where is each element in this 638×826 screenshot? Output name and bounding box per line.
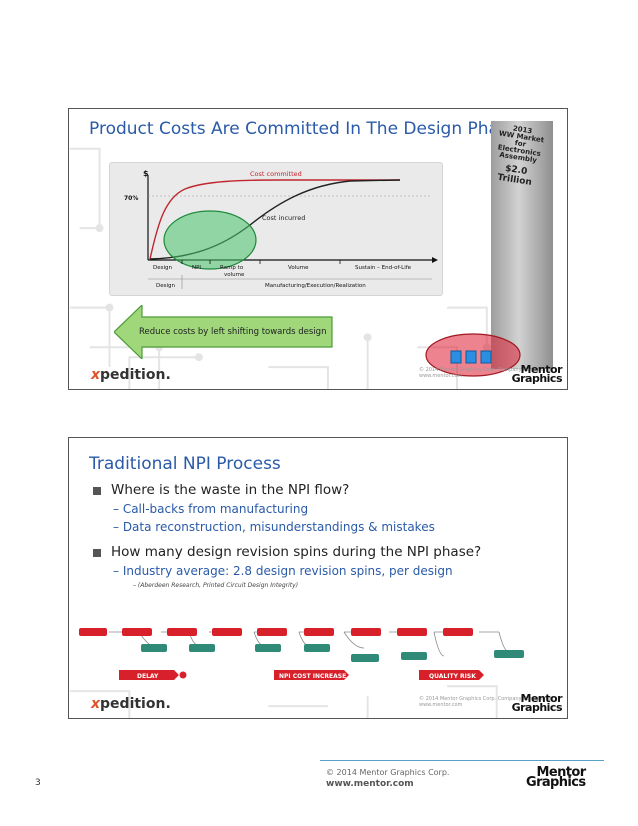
bullet-revision-spins: How many design revision spins during th… [93, 544, 563, 560]
mentor-logo-top: Mentor [520, 363, 563, 376]
flow-step-red [443, 628, 473, 636]
bullet-waste: Where is the waste in the NPI flow? [93, 482, 563, 498]
cost-banner [274, 670, 349, 680]
flow-step-red [122, 628, 152, 636]
mentor-logo-bottom: Graphics [511, 701, 563, 714]
flow-step-teal [255, 644, 281, 652]
group-design: Design [156, 283, 176, 289]
flow-step-teal [494, 650, 524, 658]
x-axis-arrow [432, 257, 438, 263]
left-shift-text: Reduce costs by left shifting towards de… [139, 327, 327, 337]
slide-title: Traditional NPI Process [89, 454, 281, 474]
focus-ellipse [163, 210, 257, 270]
seventy-percent-label: 70% [124, 195, 138, 202]
mentor-logo: Mentor Graphics [511, 363, 563, 385]
xpedition-logo-rest: pedition. [100, 367, 171, 383]
phase-sustain: Sustain – End-of-Life [355, 265, 412, 271]
slide-product-costs: Product Costs Are Committed In The Desig… [68, 108, 568, 390]
cost-curve-chart: $ 70% Cost committed Cost incurred Desig… [109, 162, 443, 296]
cost-committed-curve [149, 179, 400, 260]
slide-title: Product Costs Are Committed In The Desig… [89, 119, 519, 139]
flow-step-red [397, 628, 427, 636]
mentor-logo-top: Mentor [520, 692, 563, 705]
mentor-logo-bottom: Graphics [511, 372, 563, 385]
footer-copyright: © 2014 Mentor Graphics Corp. [326, 768, 450, 777]
delay-banner [119, 670, 179, 680]
slide-copyright: © 2014 Mentor Graphics Corp. Company Con… [419, 367, 553, 379]
cost-committed-label: Cost committed [250, 170, 302, 178]
phase-design: Design [153, 265, 173, 271]
board-icon [450, 350, 462, 364]
page-number: 3 [35, 778, 41, 788]
slide-copyright-text: © 2014 Mentor Graphics Corp. Company Con… [419, 367, 554, 373]
sub-bullet-industry-average: – Industry average: 2.8 design revision … [113, 564, 453, 578]
slide-copyright-text: © 2014 Mentor Graphics Corp. Company Con… [419, 696, 554, 702]
slide-copyright: © 2014 Mentor Graphics Corp. Company Con… [419, 696, 553, 708]
cost-incurred-label: Cost incurred [262, 214, 305, 222]
quality-banner [419, 670, 484, 680]
left-shift-arrow [114, 305, 333, 359]
boards-ellipse [425, 333, 521, 377]
cost-label: NPI COST INCREASE [279, 673, 346, 680]
footer-divider [320, 760, 604, 761]
slide-url-text: www.mentor.com [419, 373, 463, 379]
board-icon [465, 350, 477, 364]
slide-npi-process: Traditional NPI Process Where is the was… [68, 437, 568, 719]
flow-step-teal [141, 644, 167, 652]
phase-npi: NPI [192, 265, 201, 271]
cost-curve-svg: $ 70% Cost committed Cost incurred Desig… [124, 169, 438, 289]
phase-ramp: Ramp to [220, 265, 244, 271]
xpedition-logo-x: x [91, 367, 101, 383]
y-axis-symbol: $ [143, 169, 149, 178]
flow-step-red [257, 628, 287, 636]
flow-step-red [304, 628, 334, 636]
circuit-background [69, 685, 498, 718]
source-note: – (Aberdeen Research, Printed Circuit De… [133, 582, 299, 589]
delay-label: DELAY [137, 673, 159, 680]
xpedition-logo-rest: pedition. [100, 696, 171, 712]
mentor-logo: Mentor Graphics [511, 692, 563, 714]
xpedition-logo-x: x [91, 696, 101, 712]
quality-label: QUALITY RISK [429, 673, 476, 680]
flow-step-teal [304, 644, 330, 652]
footer-url: www.mentor.com [326, 779, 414, 789]
group-manufacturing: Manufacturing/Execution/Realization [265, 283, 366, 289]
board-icon [480, 350, 492, 364]
flow-step-teal [401, 652, 427, 660]
flow-step-red [351, 628, 381, 636]
phase-ramp-2: volume [224, 272, 245, 278]
sub-bullet-callbacks: – Call-backs from manufacturing [113, 502, 309, 516]
flow-step-red [212, 628, 242, 636]
footer-logo-top: Mentor [536, 765, 587, 780]
npi-flow-diagram: DELAY NPI COST INCREASE QUALITY RISK [79, 628, 524, 680]
bullet-list: Where is the waste in the NPI flow? – Ca… [93, 482, 563, 589]
xpedition-logo: xpedition. [91, 696, 171, 712]
flow-step-red [79, 628, 107, 636]
flow-step-red [167, 628, 197, 636]
sub-bullet-reconstruction: – Data reconstruction, misunderstandings… [113, 520, 435, 534]
phase-volume: Volume [288, 265, 309, 271]
footer-logo-bottom: Graphics [526, 775, 586, 790]
market-size-tower [491, 121, 553, 369]
flow-step-teal [351, 654, 379, 662]
slide-url-text: www.mentor.com [419, 702, 463, 708]
market-size-label: 2013 WW Market for Electronics Assembly … [484, 122, 552, 190]
flow-step-teal [189, 644, 215, 652]
xpedition-logo: xpedition. [91, 367, 171, 383]
footer-mentor-logo: Mentor Graphics [526, 765, 587, 790]
